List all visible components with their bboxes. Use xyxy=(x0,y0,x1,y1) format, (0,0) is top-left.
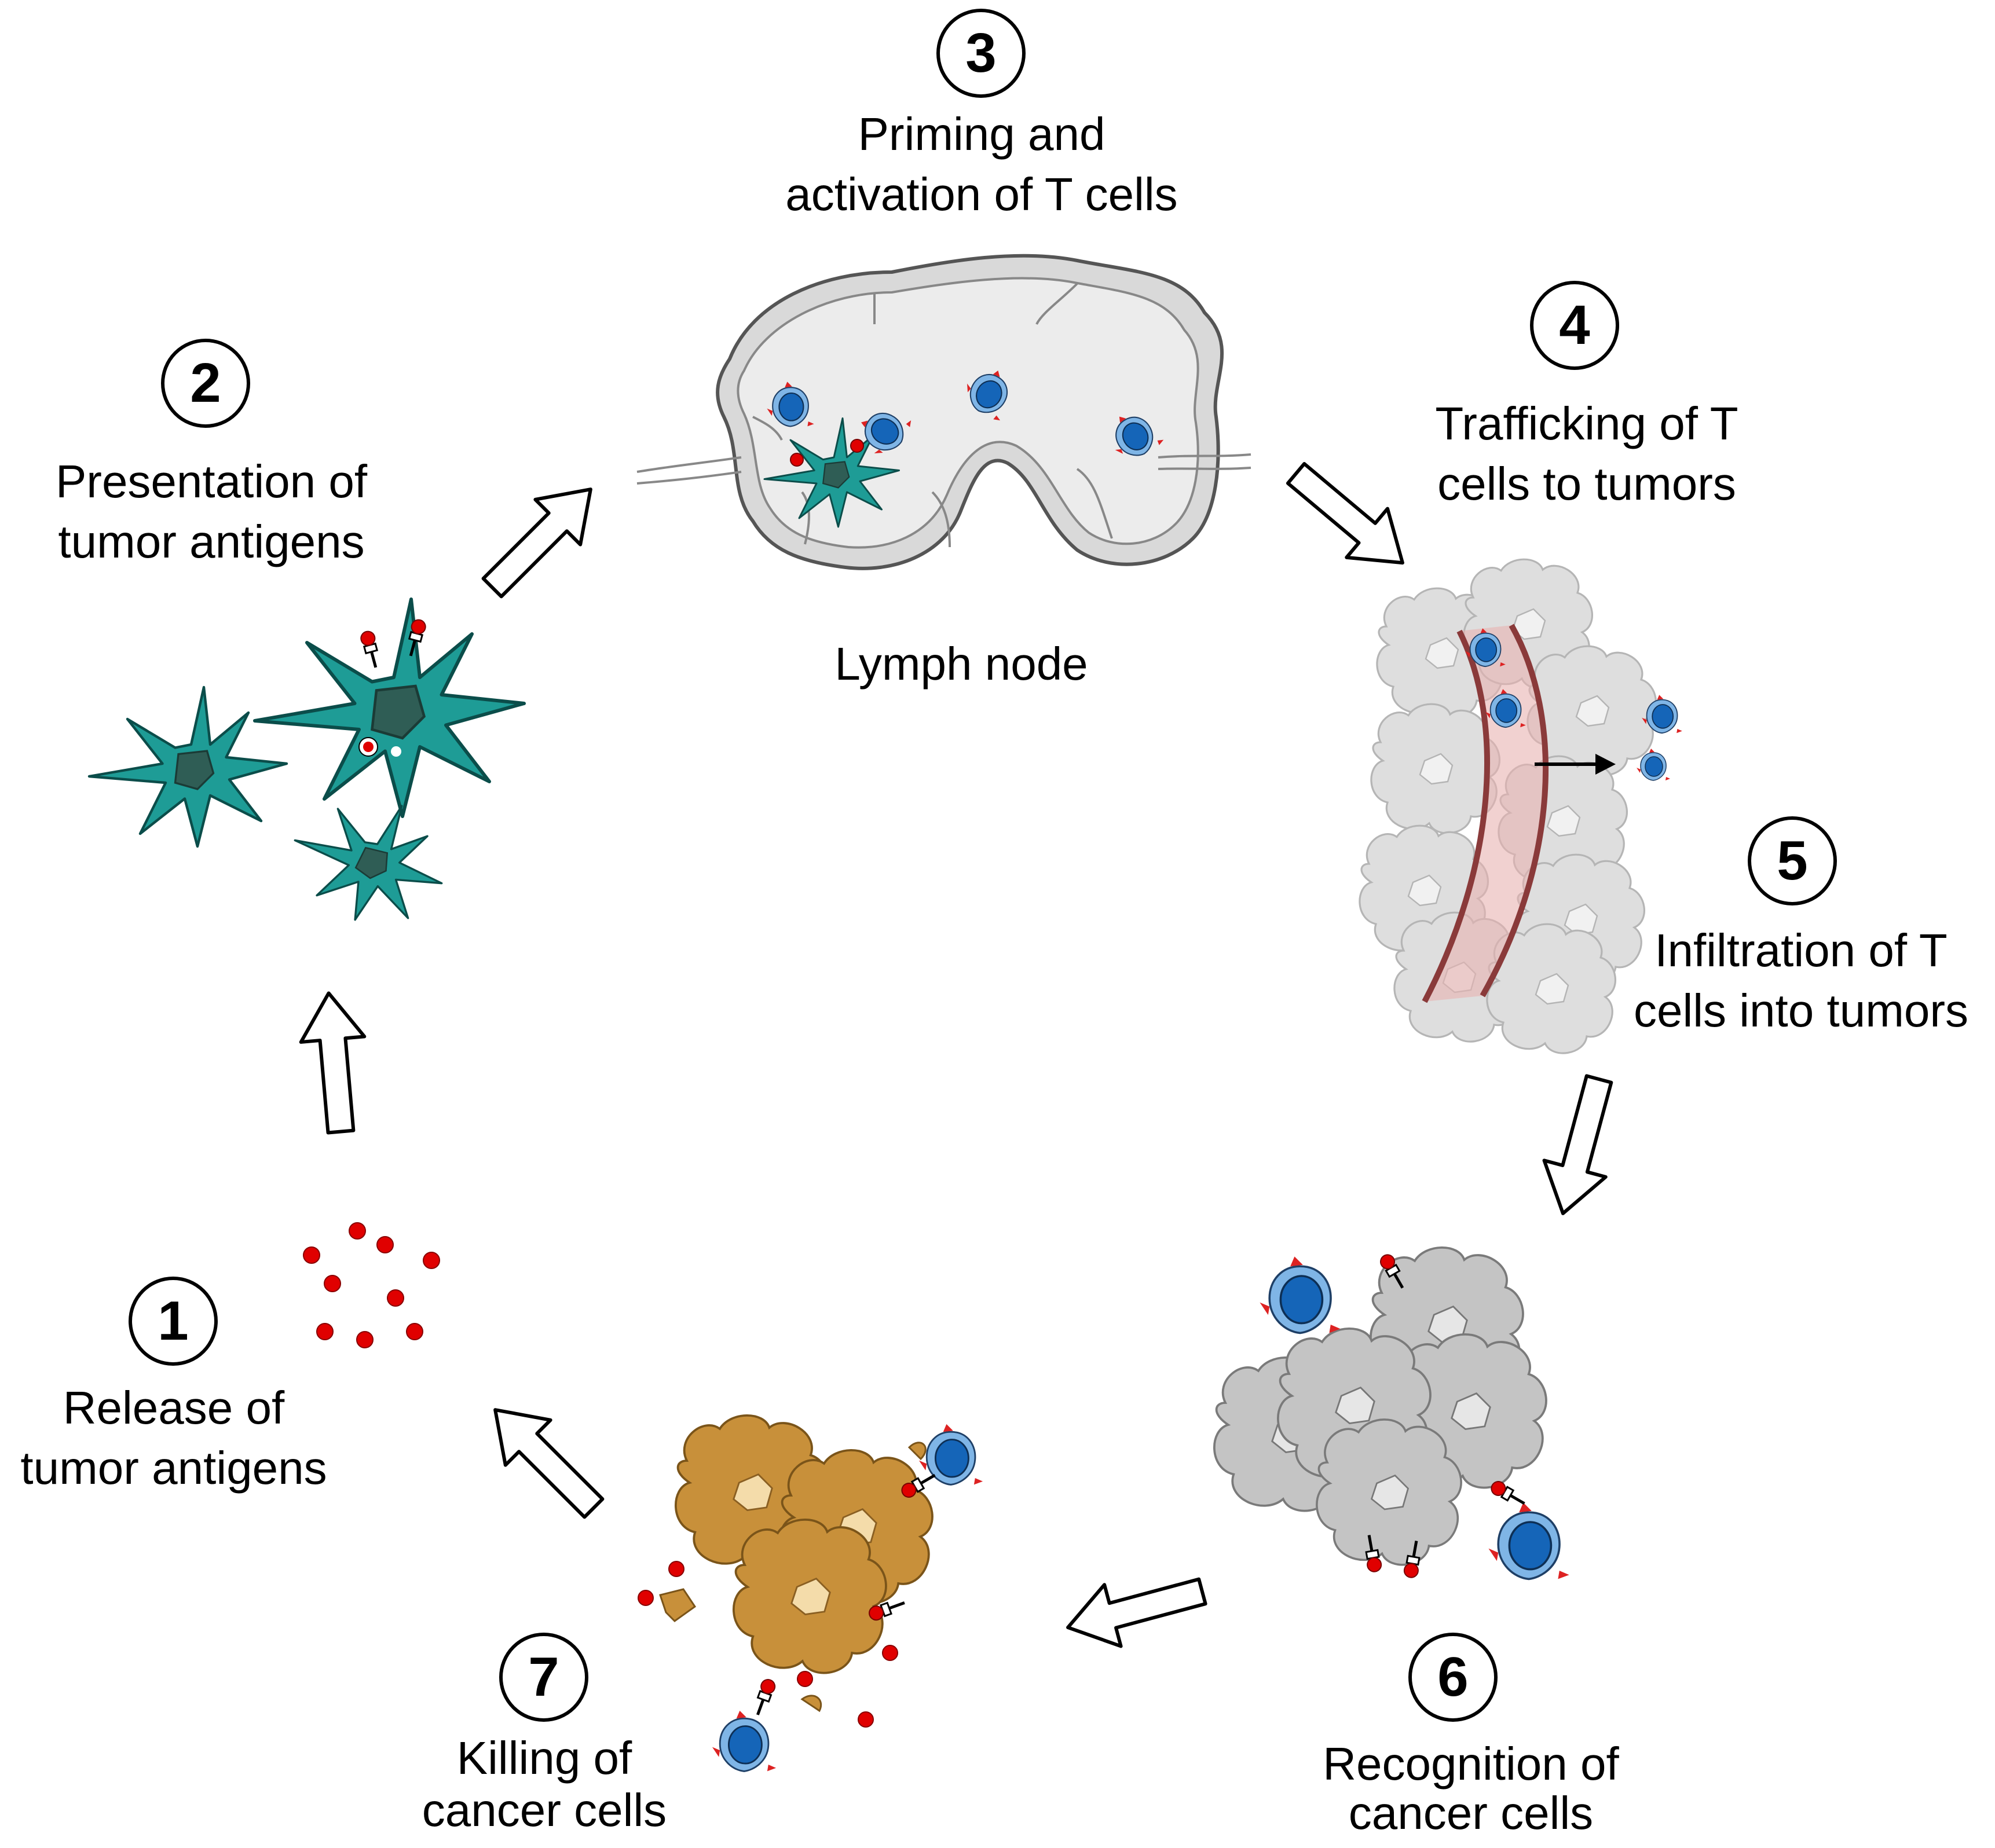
step-1-number: 1 xyxy=(129,1277,218,1366)
cell-debris xyxy=(659,1442,927,1713)
recognizing-t-cell-2 xyxy=(1487,1501,1571,1581)
step-1-label-line1: Release of xyxy=(63,1382,285,1433)
step-1-label-line2: tumor antigens xyxy=(20,1442,327,1494)
dying-cell-cluster xyxy=(674,1414,934,1674)
killer-t-cell-2 xyxy=(711,1710,777,1772)
arrow-6-to-7 xyxy=(1060,1561,1210,1658)
dc-antigen-receptors xyxy=(359,618,427,757)
infiltration-arrow xyxy=(1535,754,1616,775)
arrow-1-to-2 xyxy=(297,991,372,1135)
step-7-number: 7 xyxy=(499,1633,588,1722)
step-6-label-line2: cancer cells xyxy=(1348,1787,1594,1839)
step-7-label-line2: cancer cells xyxy=(422,1784,667,1836)
step-3-number: 3 xyxy=(936,9,1026,98)
step-7-label-line1: Killing of xyxy=(456,1732,632,1784)
step-4-label-line1: Trafficking of T xyxy=(1435,398,1738,449)
step-2-label-line2: tumor antigens xyxy=(58,516,365,567)
arrow-5-to-6 xyxy=(1532,1071,1630,1222)
arrow-2-to-3 xyxy=(470,467,613,610)
lymph-node-label: Lymph node xyxy=(834,638,1088,690)
released-antigens xyxy=(303,1222,440,1348)
step-5-number: 5 xyxy=(1748,816,1837,905)
lymph-node xyxy=(636,254,1251,570)
step-5-label-line2: cells into tumors xyxy=(1634,985,1968,1036)
arrow-7-to-1 xyxy=(473,1387,616,1530)
dendritic-cell-large xyxy=(255,599,524,816)
tumor-cluster xyxy=(1213,1246,1547,1566)
step-5-label-line1: Infiltration of T xyxy=(1654,925,1948,976)
step-6-label-line1: Recognition of xyxy=(1323,1738,1619,1790)
step-2-number: 2 xyxy=(161,339,250,428)
killing-antigens xyxy=(638,1561,898,1728)
step-3-label-line2: activation of T cells xyxy=(785,168,1178,220)
step-2-label-line1: Presentation of xyxy=(55,456,368,507)
step-3-label-line1: Priming and xyxy=(858,108,1106,160)
lymph-node-antigen xyxy=(790,439,864,467)
killer-t-cell-1 xyxy=(918,1423,984,1486)
step-4-number: 4 xyxy=(1530,281,1619,370)
dendritic-cell-small xyxy=(89,687,287,846)
step-6-number: 6 xyxy=(1408,1633,1498,1722)
step-4-label-line2: cells to tumors xyxy=(1437,458,1736,509)
dendritic-cell-bottom xyxy=(275,774,463,945)
recognizing-t-cell-1 xyxy=(1258,1255,1342,1334)
